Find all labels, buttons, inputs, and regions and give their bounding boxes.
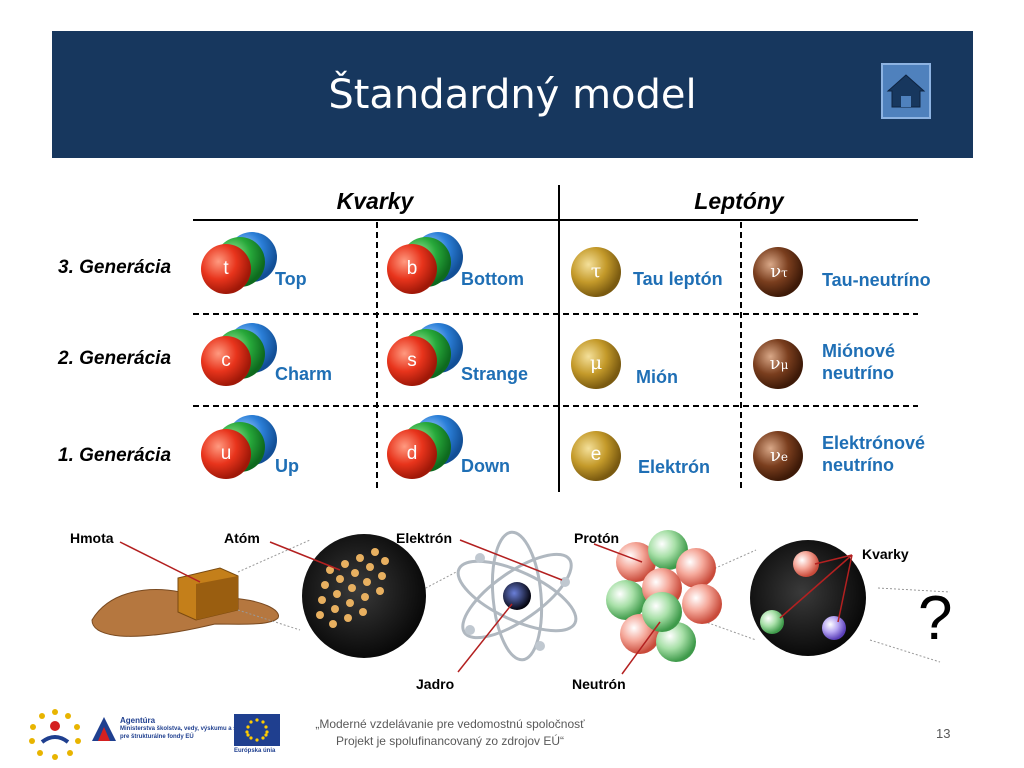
neutrino-electron-ball [753,431,803,481]
quark-bottom [387,232,463,294]
matter-scale-illustration [91,530,951,675]
generation-3-label: 3. Generácia [58,257,172,278]
quark-symbol-c: c [221,350,231,371]
quark-symbol-t: t [223,258,229,279]
generation-2-label: 2. Generácia [58,348,172,369]
quark-name-strange: Strange [461,364,529,384]
generation-1-label: 1. Generácia [58,445,172,466]
quark-name-charm: Charm [275,364,333,384]
quark-name-bottom: Bottom [461,269,524,289]
neutrino-symbol-muon: νμ [769,353,789,374]
quark-strange [387,323,463,386]
atom-model [456,530,578,662]
agency-logo [92,717,116,741]
lepton-electron-ball [571,431,621,481]
quark-name-up: Up [275,456,299,476]
label-proton: Protón [574,530,620,546]
label-neutron: Neutrón [572,676,626,692]
eu-flag [234,714,280,746]
label-electron: Elektrón [396,530,453,546]
lepton-name-tau: Tau leptón [633,269,723,289]
nucleus-cluster [606,530,722,662]
lepton-muon-ball [571,339,621,389]
particle-table [193,185,918,492]
neutrino-symbol-electron: νe [769,445,789,466]
program-logo [29,709,81,760]
label-quarks: Kvarky [862,546,909,562]
neutrino-name-tau: Tau-neutríno [822,270,931,290]
label-matter: Hmota [70,530,114,546]
home-button[interactable] [881,63,931,119]
quark-symbol-u: u [220,443,232,464]
lepton-symbol-tau: τ [590,260,602,282]
home-icon [886,74,926,108]
question-mark: ? [918,584,953,653]
lepton-symbol-electron: e [590,444,602,465]
eu-label: Európska únia [234,748,276,754]
lepton-symbol-muon: μ [589,352,603,374]
lepton-name-electron: Elektrón [638,457,711,477]
label-nucleus: Jadro [416,676,455,692]
neutrino-tau-ball [753,247,803,297]
footer-line-2: Projekt je spolufinancovaný zo zdrojov E… [335,734,565,748]
header-quarks: Kvarky [336,188,414,214]
header-leptons: Leptóny [694,188,784,214]
quark-down [387,415,463,479]
eu-stars-icon [245,718,269,742]
quark-symbol-d: d [406,443,418,464]
title-bar: Štandardný model [52,31,973,158]
agency-name: Agentúra [120,716,156,725]
quark-top [201,232,277,294]
lepton-tau-ball [571,247,621,297]
quark-charm [201,323,277,386]
label-atom: Atóm [224,530,260,546]
footer-line-1: „Moderné vzdelávanie pre vedomostnú spol… [315,717,585,731]
quark-symbol-b: b [406,258,418,279]
slide-title: Štandardný model [328,72,697,118]
quark-up [201,415,277,479]
neutrino-symbol-tau: ντ [770,261,788,282]
agency-subtitle-1: Ministerstva školstva, vedy, výskumu a š… [120,726,262,732]
quark-symbol-s: s [407,350,417,371]
agency-subtitle-2: pre štrukturálne fondy EÚ [120,734,194,740]
neutrino-muon-ball [753,339,803,389]
lepton-name-muon: Mión [636,367,678,387]
quark-name-top: Top [275,269,307,289]
page-number: 13 [936,726,951,741]
quark-name-down: Down [461,456,510,476]
